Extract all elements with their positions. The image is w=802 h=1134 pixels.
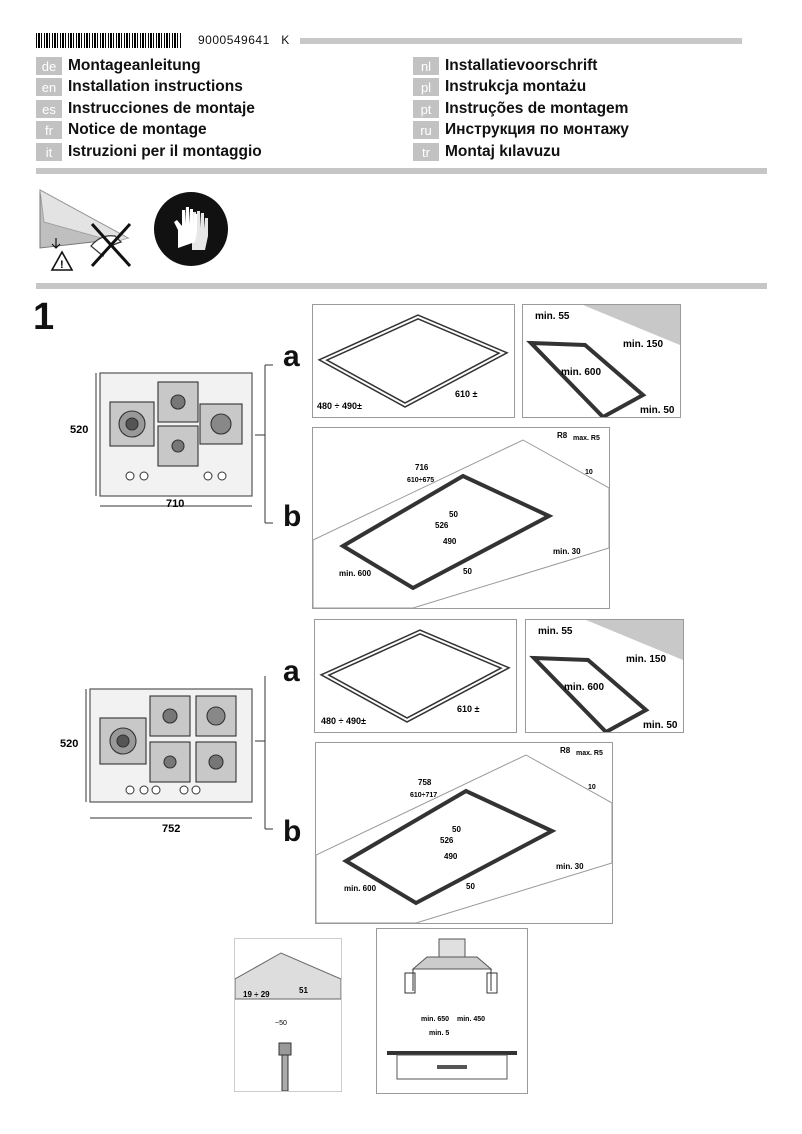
svg-text:min. 600: min. 600 [344, 884, 377, 893]
lang-row-es: es Instrucciones de montaje [36, 99, 255, 119]
svg-text:!: ! [60, 259, 64, 271]
lang-code: pl [413, 78, 439, 96]
label-a: a [283, 340, 300, 373]
svg-text:610 ±: 610 ± [455, 389, 478, 399]
svg-text:10: 10 [585, 469, 593, 476]
svg-text:~50: ~50 [275, 1020, 287, 1027]
lang-code: tr [413, 143, 439, 161]
svg-text:min. 55: min. 55 [538, 626, 573, 637]
lang-row-fr: fr Notice de montage [36, 120, 207, 140]
lang-title: Instrucciones de montaje [68, 100, 255, 117]
lang-row-tr: tr Montaj kılavuzu [413, 142, 560, 162]
hob1-clearance-a: min. 55 min. 150 min. 600 min. 50 [522, 304, 681, 418]
lang-title: Montaj kılavuzu [445, 143, 561, 160]
hob1-cutout-a: 480 ÷ 490± 610 ± [312, 304, 515, 418]
svg-text:min. 30: min. 30 [553, 547, 581, 556]
svg-text:R8: R8 [557, 431, 568, 440]
svg-text:min. 600: min. 600 [564, 682, 604, 693]
svg-text:50: 50 [466, 882, 475, 891]
lang-row-de: de Montageanleitung [36, 56, 201, 76]
section-rule [36, 168, 767, 174]
hob1-width: 710 [166, 498, 184, 510]
lang-code: de [36, 57, 62, 75]
label-b: b [283, 815, 302, 848]
hob1-top-view: 520 710 [70, 364, 273, 524]
svg-text:max. R5: max. R5 [573, 435, 600, 442]
svg-text:610÷717: 610÷717 [410, 792, 437, 799]
svg-text:610 ±: 610 ± [457, 704, 480, 714]
hob2-width: 752 [162, 823, 180, 835]
header-rule [300, 38, 742, 44]
lang-row-pl: pl Instrukcja montażu [413, 77, 586, 97]
hob2-cutout-b: 758 610÷717 50 526 490 min. 600 50 min. … [315, 742, 613, 924]
lang-title: Installation instructions [68, 78, 243, 95]
svg-text:min. 600: min. 600 [339, 569, 372, 578]
hob2-height: 520 [60, 738, 78, 750]
lang-title: Notice de montage [68, 121, 207, 138]
svg-text:min. 55: min. 55 [535, 311, 570, 322]
svg-text:490: 490 [444, 852, 458, 861]
svg-text:758: 758 [418, 778, 432, 787]
lang-row-en: en Installation instructions [36, 77, 243, 97]
lang-code: nl [413, 57, 439, 75]
svg-text:50: 50 [449, 510, 458, 519]
svg-text:min. 150: min. 150 [626, 654, 666, 665]
hood-clearance-diagram: min. 650 min. 450 min. 5 [376, 928, 528, 1094]
barcode [36, 33, 182, 48]
lang-code: en [36, 78, 62, 96]
svg-text:min. 50: min. 50 [640, 405, 675, 416]
svg-text:490: 490 [443, 537, 457, 546]
lang-title: Instrukcja montażu [445, 78, 587, 95]
svg-text:min. 650: min. 650 [421, 1016, 449, 1023]
lang-title: Istruzioni per il montaggio [68, 143, 262, 160]
hob2-top-view: 520 752 [60, 676, 273, 835]
hob2-clearance-a: min. 55 min. 150 min. 600 min. 50 [525, 619, 684, 733]
hob1-cutout-b: 716 610÷675 50 526 490 min. 600 50 min. … [312, 427, 610, 609]
gas-connection-diagram: 19 ÷ 29 51 ~50 [234, 938, 342, 1092]
lang-code: it [36, 143, 62, 161]
svg-text:526: 526 [440, 836, 454, 845]
label-b: b [283, 500, 302, 533]
lang-title: Installatievoorschrift [445, 57, 598, 74]
step-number: 1 [33, 296, 55, 338]
warning-sharp-edges-icon: ! [39, 189, 132, 271]
svg-text:min. 600: min. 600 [561, 367, 601, 378]
svg-text:min. 30: min. 30 [556, 862, 584, 871]
svg-text:50: 50 [463, 567, 472, 576]
label-a: a [283, 655, 300, 688]
document-number: 9000549641 K [198, 33, 290, 47]
lang-code: pt [413, 100, 439, 118]
svg-text:max. R5: max. R5 [576, 750, 603, 757]
section-rule [36, 283, 767, 289]
lang-row-it: it Istruzioni per il montaggio [36, 142, 262, 162]
svg-text:min. 450: min. 450 [457, 1016, 485, 1023]
lang-row-pt: pt Instruções de montagem [413, 99, 628, 119]
svg-text:526: 526 [435, 521, 449, 530]
lang-title: Instruções de montagem [445, 100, 629, 117]
svg-text:610÷675: 610÷675 [407, 477, 434, 484]
svg-text:10: 10 [588, 784, 596, 791]
lang-row-ru: ru Инструкция по монтажу [413, 120, 629, 140]
svg-text:50: 50 [452, 825, 461, 834]
svg-text:min. 50: min. 50 [643, 720, 678, 731]
hob2-cutout-a: 480 ÷ 490± 610 ± [314, 619, 517, 733]
svg-text:480 ÷ 490±: 480 ÷ 490± [317, 401, 362, 411]
svg-text:716: 716 [415, 463, 429, 472]
svg-text:51: 51 [299, 986, 308, 995]
lang-row-nl: nl Installatievoorschrift [413, 56, 597, 76]
lang-code: es [36, 100, 62, 118]
svg-text:min. 5: min. 5 [429, 1030, 449, 1037]
lang-code: ru [413, 121, 439, 139]
gloves-icon [154, 192, 228, 266]
svg-text:480 ÷ 490±: 480 ÷ 490± [321, 716, 366, 726]
lang-title: Montageanleitung [68, 57, 201, 74]
svg-text:19 ÷ 29: 19 ÷ 29 [243, 990, 270, 999]
svg-text:R8: R8 [560, 746, 571, 755]
lang-title: Инструкция по монтажу [445, 121, 629, 138]
lang-code: fr [36, 121, 62, 139]
hob1-height: 520 [70, 424, 88, 436]
svg-text:min. 150: min. 150 [623, 339, 663, 350]
